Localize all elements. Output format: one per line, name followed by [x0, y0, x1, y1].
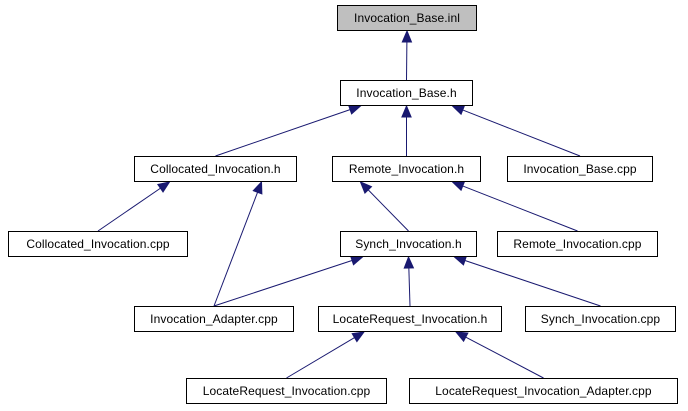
graph-edge-synch_invocation_h-to-remote_invocation_h [366, 188, 409, 232]
graph-node-label: LocateRequest_Invocation.cpp [202, 384, 371, 398]
graph-node-locaterequest_invocation_adapter_cpp[interactable]: LocateRequest_Invocation_Adapter.cpp [409, 378, 678, 404]
graph-node-invocation_base_inl[interactable]: Invocation_Base.inl [337, 5, 477, 31]
graph-arrowhead-collocated_invocation_h-to-invocation_base_h [347, 104, 362, 115]
graph-node-locaterequest_invocation_cpp[interactable]: LocateRequest_Invocation.cpp [186, 378, 387, 404]
graph-edge-collocated_invocation_h-to-invocation_base_h [215, 108, 352, 157]
graph-node-label: Collocated_Invocation.cpp [26, 237, 170, 251]
graph-arrowhead-invocation_adapter_cpp-to-synch_invocation_h [349, 255, 364, 266]
graph-node-invocation_base_h[interactable]: Invocation_Base.h [340, 80, 473, 106]
graph-arrowhead-collocated_invocation_cpp-to-collocated_invocation_h [156, 181, 171, 193]
graph-node-synch_invocation_cpp[interactable]: Synch_Invocation.cpp [525, 306, 676, 332]
graph-node-label: Invocation_Adapter.cpp [150, 312, 278, 326]
graph-node-label: LocateRequest_Invocation.h [332, 312, 488, 326]
graph-edge-locaterequest_invocation_adapter_cpp-to-locaterequest_invocation_h [464, 335, 544, 379]
graph-arrowhead-invocation_adapter_cpp-to-collocated_invocation_h [252, 180, 263, 195]
graph-node-label: Synch_Invocation.cpp [540, 312, 661, 326]
graph-node-label: Remote_Invocation.cpp [513, 237, 642, 251]
graph-node-label: Synch_Invocation.h [355, 237, 462, 251]
graph-node-invocation_base_cpp[interactable]: Invocation_Base.cpp [507, 156, 653, 182]
graph-node-remote_invocation_h[interactable]: Remote_Invocation.h [332, 156, 481, 182]
graph-edge-synch_invocation_cpp-to-synch_invocation_h [463, 259, 601, 307]
graph-arrowhead-remote_invocation_h-to-invocation_base_h [401, 104, 412, 118]
graph-arrowhead-invocation_base_cpp-to-invocation_base_h [451, 105, 466, 116]
graph-node-locaterequest_invocation_h[interactable]: LocateRequest_Invocation.h [318, 306, 502, 332]
graph-arrowhead-synch_invocation_h-to-remote_invocation_h [359, 181, 373, 194]
graph-edge-invocation_adapter_cpp-to-synch_invocation_h [213, 259, 354, 307]
graph-edge-invocation_adapter_cpp-to-collocated_invocation_h [213, 190, 259, 307]
graph-node-collocated_invocation_cpp[interactable]: Collocated_Invocation.cpp [8, 231, 188, 257]
graph-arrowhead-synch_invocation_cpp-to-synch_invocation_h [453, 255, 468, 266]
graph-edge-locaterequest_invocation_cpp-to-locaterequest_invocation_h [286, 336, 357, 379]
graph-edge-collocated_invocation_cpp-to-collocated_invocation_h [97, 186, 162, 232]
graph-edge-invocation_base_cpp-to-invocation_base_h [461, 109, 581, 157]
graph-arrowhead-remote_invocation_cpp-to-remote_invocation_h [451, 181, 466, 192]
graph-edge-locaterequest_invocation_h-to-synch_invocation_h [408, 266, 411, 307]
graph-node-label: Invocation_Base.cpp [523, 162, 637, 176]
graph-arrowhead-invocation_base_h-to-invocation_base_inl [401, 29, 413, 43]
graph-node-label: Invocation_Base.inl [354, 11, 460, 25]
graph-node-synch_invocation_h[interactable]: Synch_Invocation.h [340, 231, 477, 257]
graph-node-label: Invocation_Base.h [356, 86, 457, 100]
graph-node-collocated_invocation_h[interactable]: Collocated_Invocation.h [134, 156, 297, 182]
graph-edge-remote_invocation_cpp-to-remote_invocation_h [461, 185, 578, 232]
graph-arrowhead-locaterequest_invocation_adapter_cpp-to-locaterequest_invocation_h [454, 331, 469, 343]
graph-node-label: Remote_Invocation.h [348, 162, 465, 176]
graph-node-label: Collocated_Invocation.h [150, 162, 281, 176]
graph-node-label: LocateRequest_Invocation_Adapter.cpp [435, 384, 652, 398]
graph-arrowhead-locaterequest_invocation_cpp-to-locaterequest_invocation_h [351, 331, 366, 343]
graph-node-remote_invocation_cpp[interactable]: Remote_Invocation.cpp [497, 231, 658, 257]
graph-node-invocation_adapter_cpp[interactable]: Invocation_Adapter.cpp [134, 306, 294, 332]
graph-arrowhead-locaterequest_invocation_h-to-synch_invocation_h [403, 255, 415, 269]
